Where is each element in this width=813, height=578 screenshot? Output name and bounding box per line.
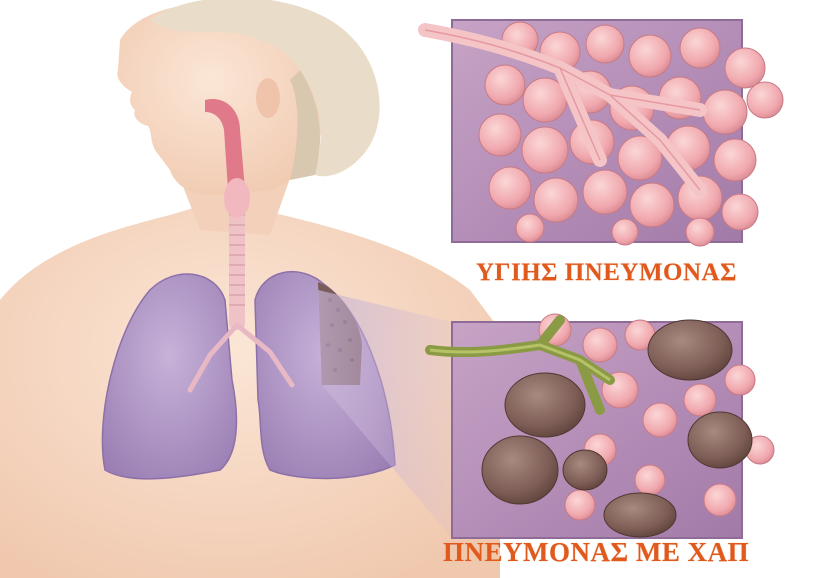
- larynx: [224, 178, 250, 218]
- healthy-lung-panel: [425, 20, 783, 246]
- copd-lung-panel: [430, 314, 774, 538]
- ear: [256, 78, 280, 118]
- healthy-lung-caption: ΥΓΙΗΣ ΠΝΕΥΜΟΝΑΣ: [476, 259, 737, 287]
- copd-lung-caption: ΠΝΕΥΜΟΝΑΣ ΜΕ ΧΑΠ: [443, 537, 749, 568]
